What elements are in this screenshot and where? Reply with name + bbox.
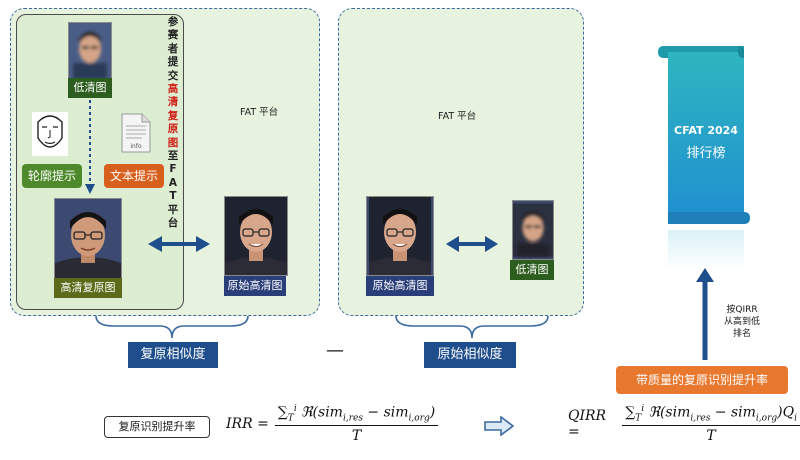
- original-similarity-pill: 原始相似度: [424, 342, 516, 368]
- minus-sign: —: [326, 340, 344, 361]
- face-contour-icon: [32, 112, 68, 156]
- scroll-reflection: [668, 230, 744, 270]
- leaderboard-title: CFAT 2024: [674, 124, 738, 137]
- compare-arrow-right: [446, 236, 498, 252]
- restore-similarity-pill: 复原相似度: [128, 342, 218, 368]
- qirr-formula: QIRR = ∑Ti ℜ(simi,res − simi,org)Qi T: [568, 404, 800, 444]
- platform-label-left: FAT 平台: [240, 107, 279, 118]
- up-arrow: [696, 268, 714, 360]
- irr-formula: IRR = ∑Ti ℜ(simi,res − simi,org) T: [226, 404, 439, 444]
- low-res-photo: [68, 22, 112, 80]
- low-res-caption: 低清图: [68, 78, 112, 98]
- text-hint-tag: 文本提示: [104, 164, 164, 188]
- original-caption-left: 原始高清图: [224, 276, 286, 296]
- qirr-lhs: QIRR =: [568, 408, 607, 441]
- irr-lhs: IRR =: [226, 416, 269, 433]
- platform-label-right: FAT 平台: [438, 111, 477, 122]
- irr-label-box: 复原识别提升率: [104, 416, 210, 438]
- leaderboard-subtitle: 排行榜: [686, 146, 726, 161]
- leaderboard-scroll: [658, 46, 750, 224]
- document-icon: info: [121, 113, 151, 153]
- document-icon-label: info: [130, 143, 142, 150]
- original-caption-right: 原始高清图: [366, 276, 434, 296]
- restored-caption: 高清复原图: [54, 278, 122, 298]
- restored-photo: [54, 198, 122, 280]
- compare-arrow-left: [148, 236, 210, 252]
- implies-arrow: [484, 416, 514, 436]
- original-photo-right: [366, 196, 434, 276]
- low-res-photo-right: [512, 200, 554, 260]
- rank-note: 按QIRR 从高到低 排名: [724, 305, 761, 339]
- qirr-metric-button: 带质量的复原识别提升率: [616, 366, 788, 394]
- brace-right: [395, 315, 549, 339]
- original-photo-left: [224, 196, 288, 276]
- low-res-caption-right: 低清图: [510, 260, 554, 280]
- brace-left: [95, 315, 249, 339]
- contour-hint-tag: 轮廓提示: [22, 164, 82, 188]
- dotted-arrow: [85, 100, 95, 194]
